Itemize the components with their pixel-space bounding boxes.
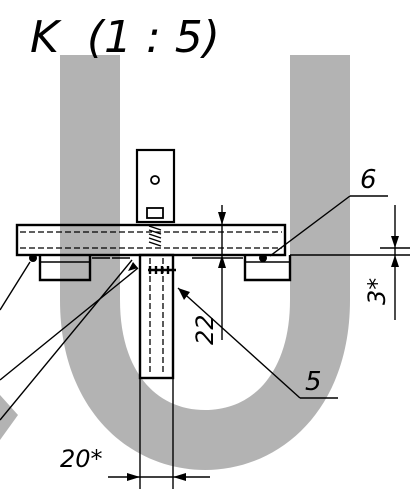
- dimension-20: [108, 378, 210, 489]
- dimension-22: [210, 205, 235, 340]
- vertical-tube: [138, 253, 175, 380]
- dimension-3-label: 3*: [363, 278, 391, 305]
- left-pad: [38, 255, 130, 282]
- bracket-plate: [135, 148, 176, 224]
- watermark-u: [0, 55, 350, 470]
- bracket-hole: [150, 175, 160, 185]
- rivet-right: [259, 254, 267, 262]
- callout-6: 6: [360, 165, 377, 195]
- leader-lines: [0, 195, 388, 421]
- screw: [148, 266, 176, 274]
- right-pad: [192, 255, 292, 282]
- dimension-3: [290, 205, 410, 320]
- dimension-22-label: 22: [191, 314, 219, 345]
- dimension-20-label: 20*: [60, 445, 103, 473]
- bolt: [146, 207, 164, 247]
- rivet-left: [29, 254, 37, 262]
- view-title: K (1 : 5): [30, 12, 220, 63]
- callout-5: 5: [305, 367, 322, 397]
- horizontal-beam: [15, 223, 287, 257]
